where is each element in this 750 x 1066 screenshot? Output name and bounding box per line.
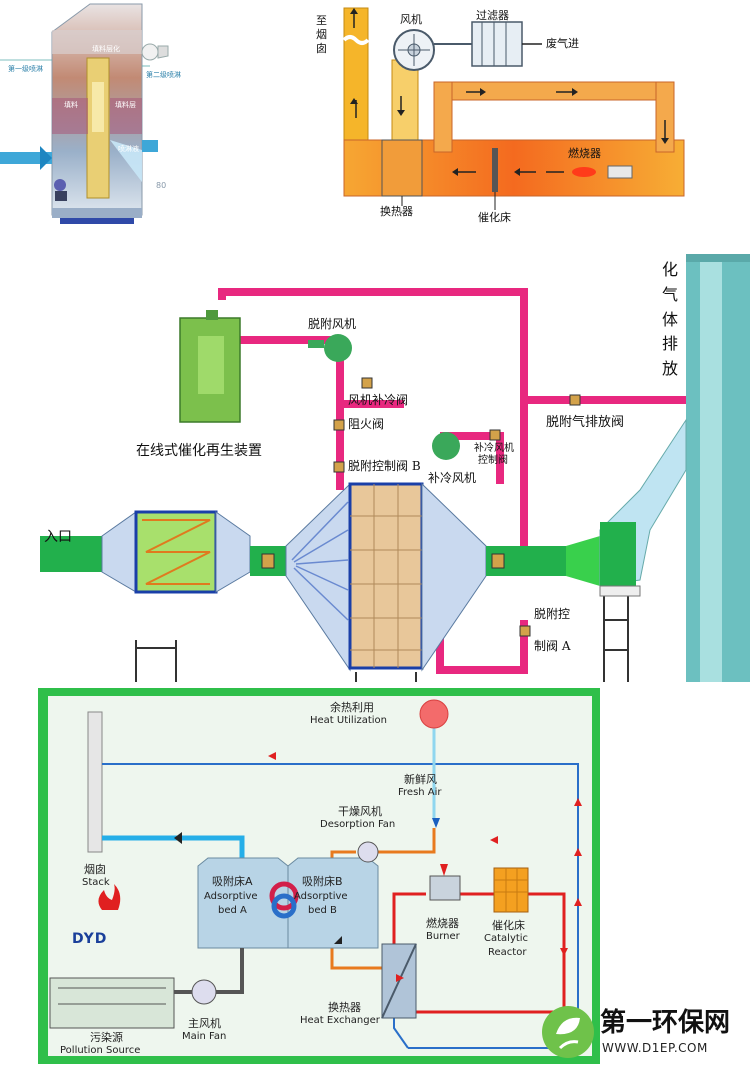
tower-second-spray-label: 第二级喷淋 (146, 71, 181, 79)
desorb-valve-a-label-1: 脱附控 (534, 607, 571, 621)
desorption-fan-en: Desorption Fan (320, 819, 396, 830)
reactor-en2: Reactor (488, 947, 527, 958)
desorption-fan-label: 脱附风机 (308, 317, 357, 331)
heat-ex-en: Heat Exchanger (300, 1015, 380, 1026)
filter-label: 过滤器 (476, 9, 509, 22)
heat-util-en: Heat Utilization (310, 715, 388, 726)
desorption-fan-cn: 干燥风机 (338, 805, 382, 818)
heat-util-cn: 余热利用 (330, 701, 374, 714)
main-fan-cn: 主风机 (188, 1017, 221, 1030)
tower-right-mid-label: 填料层 (115, 101, 136, 109)
reactor-en1: Catalytic (484, 933, 529, 944)
regen-device-label: 在线式催化再生装置 (136, 443, 262, 459)
spray-tower-panel: 填料层化 第一级喷淋 第二级喷淋 填料 填料层 喷淋液 80 (0, 0, 235, 230)
desorb-valve-a-label-2: 制阀 A (534, 639, 571, 653)
tower-liquid-label: 喷淋液 (118, 145, 139, 153)
desorb-exhaust-valve-label: 脱附气排放阀 (546, 415, 625, 430)
bed-a-cn: 吸附床A (212, 875, 253, 888)
burner-cn: 燃烧器 (426, 917, 459, 930)
bed-b-en2: bed B (308, 905, 337, 916)
heat-ex-cn: 换热器 (328, 1001, 361, 1014)
watermark: 第一环保网 WWW.D1EP.COM (540, 1000, 750, 1064)
watermark-url: WWW.D1EP.COM (602, 1041, 708, 1055)
bed-b-cn: 吸附床B (302, 875, 343, 888)
catalytic-bed-label: 催化床 (478, 211, 511, 224)
stack-en: Stack (82, 877, 110, 888)
tower-bottom-label: 80 (156, 181, 167, 190)
burner-label: 燃烧器 (568, 147, 601, 160)
bed-a-en2: bed A (218, 905, 247, 916)
burner-en: Burner (426, 931, 460, 942)
cool-fan-valve-label-1: 补冷风机 (474, 443, 514, 454)
flow-diagram-lines (49, 699, 582, 1049)
inlet-label: 入口 (44, 529, 72, 545)
pollution-en: Pollution Source (60, 1045, 141, 1056)
tower-top-label: 填料层化 (92, 45, 120, 53)
cool-fan-valve-label-2: 控制阀 (478, 455, 508, 466)
tower-left-mid-label: 填料 (64, 101, 78, 109)
purified-gas-label: 化 气 体 排 放 (662, 260, 679, 379)
desorb-valve-b-label: 脱附控制阀 B (348, 459, 421, 473)
reactor-cn: 催化床 (492, 919, 525, 932)
fresh-air-cn: 新鲜风 (404, 773, 437, 786)
cool-fan-label: 补冷风机 (428, 471, 477, 485)
stack-cn: 烟囱 (84, 863, 106, 876)
pollution-cn: 污染源 (90, 1031, 123, 1044)
watermark-brand: 第一环保网 (600, 1008, 731, 1038)
adsorption-regeneration-illustration (40, 254, 750, 682)
fan-cool-valve-label: 风机补冷阀 (348, 393, 409, 407)
fresh-air-en: Fresh Air (398, 787, 442, 798)
bed-b-en1: Adsorptive (294, 891, 348, 902)
waste-gas-in-label: 废气进 (546, 37, 579, 50)
tower-first-spray-label: 第一级喷淋 (8, 65, 43, 73)
watermark-leaf-icon (542, 1006, 594, 1058)
spray-tower-illustration (0, 3, 169, 224)
adsorption-regeneration-panel: 在线式催化再生装置 脱附风机 风机补冷阀 阻火阀 脱附控制阀 B 补冷风机 控制… (0, 240, 750, 682)
flow-diagram-panel: 余热利用 Heat Utilization 新鲜风 Fresh Air 干燥风机… (38, 688, 600, 1064)
chimney-label: 至 烟 囱 (316, 14, 327, 55)
catalytic-combustion-panel: 至 烟 囱 风机 过滤器 废气进 燃烧器 换热器 催化床 (296, 0, 696, 230)
main-fan-en: Main Fan (182, 1031, 227, 1042)
catalytic-combustion-illustration (342, 7, 685, 210)
fire-valve-label: 阻火阀 (348, 417, 385, 431)
bed-a-en1: Adsorptive (204, 891, 258, 902)
dyd-logo-text: DYD (72, 931, 108, 947)
fan-label: 风机 (400, 13, 422, 26)
heat-exchanger-label: 换热器 (380, 205, 413, 218)
